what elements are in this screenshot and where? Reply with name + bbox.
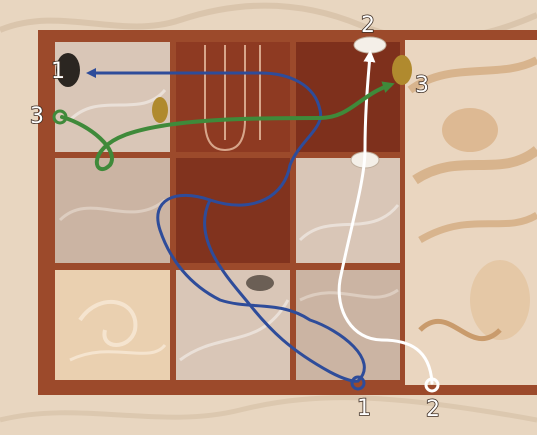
- tile: [55, 158, 170, 263]
- tile: [176, 42, 290, 152]
- white-stone: [354, 37, 386, 53]
- gold-stone: [152, 97, 168, 123]
- gold-stone: [392, 55, 412, 85]
- label-blue-start: 1: [357, 396, 371, 421]
- tile: [55, 270, 170, 380]
- gray-stone: [246, 275, 274, 291]
- label-white-end: 2: [361, 13, 375, 38]
- tile: [296, 270, 400, 380]
- label-blue-end: 1: [51, 59, 65, 84]
- label-white-start: 2: [426, 397, 440, 422]
- label-green-end: 3: [415, 73, 429, 98]
- tile: [176, 158, 290, 263]
- label-green-start: 3: [30, 104, 44, 129]
